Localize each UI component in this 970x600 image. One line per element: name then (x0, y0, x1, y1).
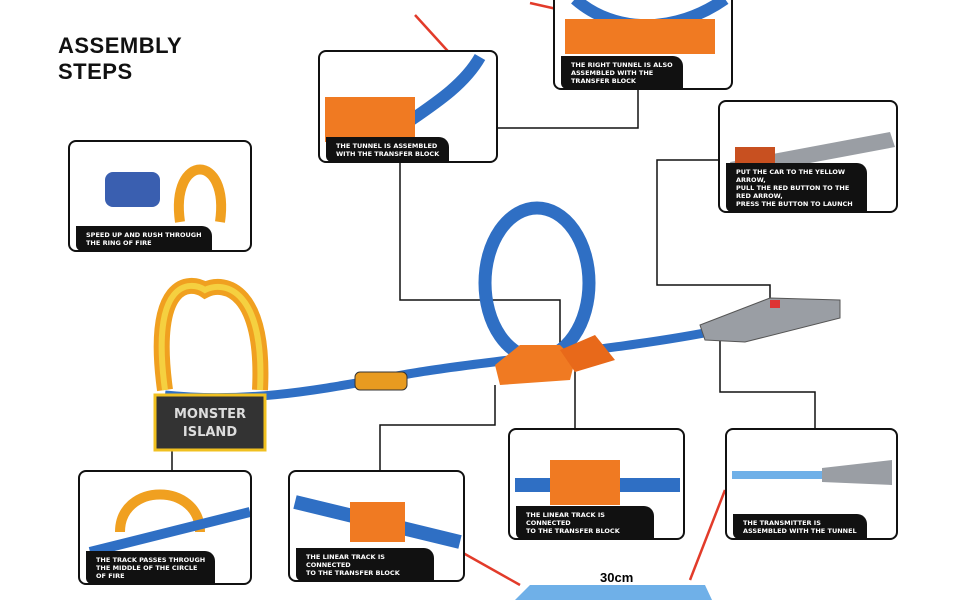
car (354, 371, 408, 391)
transfer-block-right (560, 335, 615, 372)
transfer-block (495, 345, 575, 385)
track-length-label: 30cm (600, 570, 634, 585)
sign-line-1: MONSTER (174, 407, 246, 422)
loop-track (478, 201, 596, 365)
launcher (699, 297, 841, 343)
step-caption: PUT THE CAR TO THE YELLOW ARROW,PULL THE… (726, 163, 867, 211)
straight-track-piece (515, 585, 712, 600)
page-title: ASSEMBLY STEPS (58, 33, 183, 84)
step-panel-launcher: PUT THE CAR TO THE YELLOW ARROW,PULL THE… (718, 100, 898, 213)
launch-button (770, 300, 780, 308)
monster-island-sign (153, 393, 267, 452)
main-track (164, 325, 721, 403)
sign-line-2: ISLAND (183, 425, 237, 440)
